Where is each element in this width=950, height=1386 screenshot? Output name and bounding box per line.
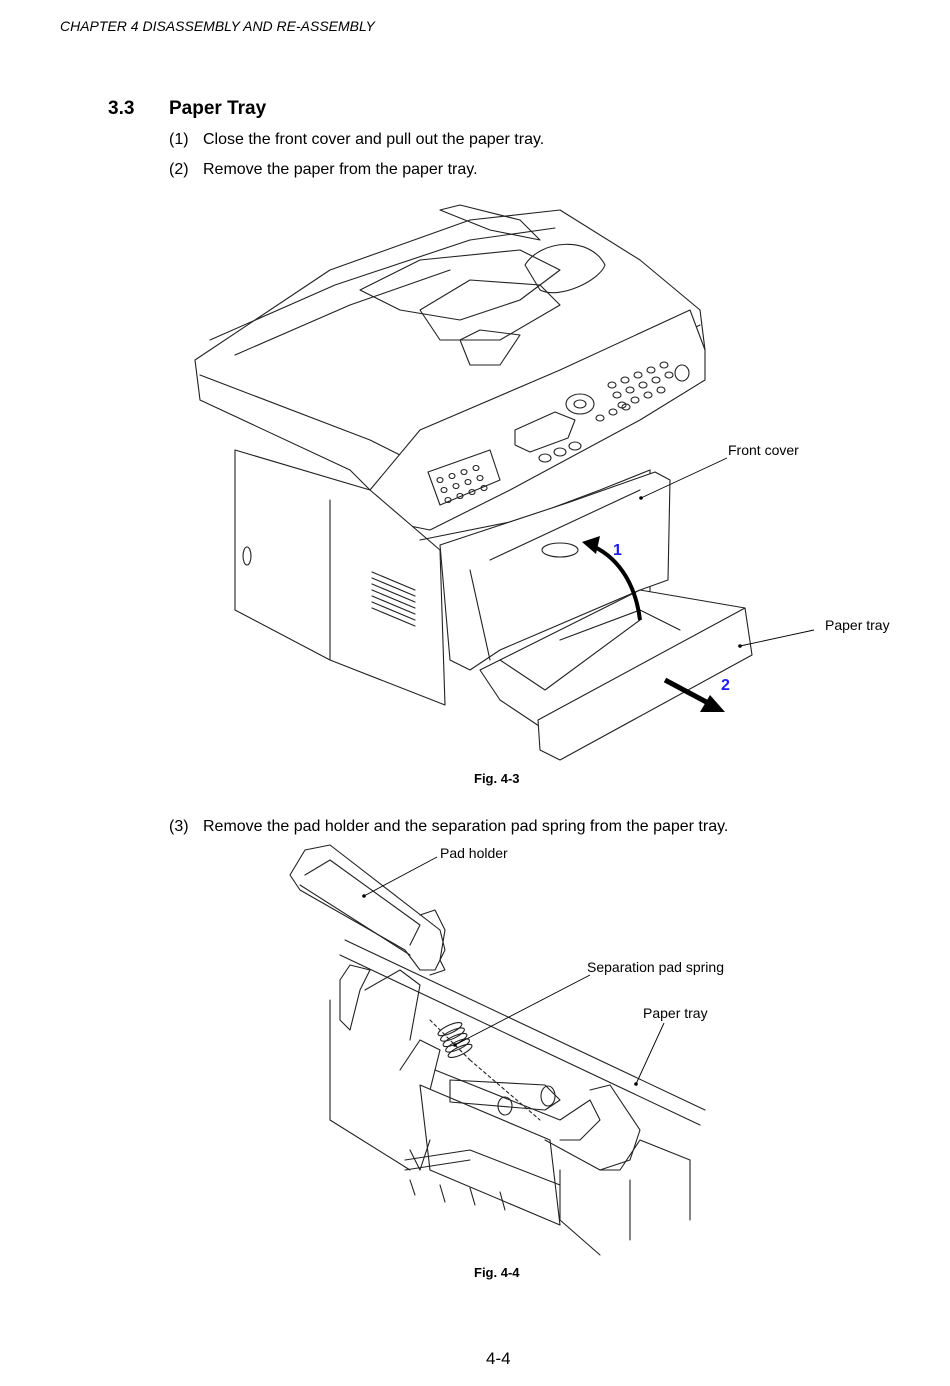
step-1-text: Close the front cover and pull out the p… — [203, 131, 545, 148]
section-number: 3.3 — [108, 98, 135, 119]
step-2-number: (2) — [169, 161, 189, 178]
callout-separation-pad-spring: Separation pad spring — [587, 959, 724, 975]
chapter-header: CHAPTER 4 DISASSEMBLY AND RE-ASSEMBLY — [60, 18, 375, 34]
callout-front-cover: Front cover — [728, 442, 799, 458]
figure-4-3-illustration — [194, 204, 815, 761]
step-marker-2: 2 — [721, 677, 730, 694]
pad-holder-drawing — [289, 844, 706, 1256]
figure-4-3-caption: Fig. 4-3 — [474, 771, 520, 786]
step-1-number: (1) — [169, 131, 189, 148]
callout-paper-tray-2: Paper tray — [643, 1005, 708, 1021]
step-3-number: (3) — [169, 818, 189, 835]
step-marker-1: 1 — [613, 542, 622, 559]
page-number: 4-4 — [486, 1349, 511, 1368]
figure-4-4-caption: Fig. 4-4 — [474, 1265, 520, 1280]
vent-grille — [371, 571, 416, 627]
mfp-machine-drawing — [194, 204, 753, 761]
step-3-text: Remove the pad holder and the separation… — [203, 818, 729, 835]
section-title: Paper Tray — [169, 98, 267, 119]
keypad-buttons — [436, 361, 674, 504]
step-2-text: Remove the paper from the paper tray. — [203, 161, 478, 178]
callout-pad-holder: Pad holder — [440, 845, 508, 861]
figure-4-4-illustration — [289, 844, 706, 1256]
callout-paper-tray: Paper tray — [825, 617, 890, 633]
separation-pad-spring — [437, 1021, 473, 1059]
